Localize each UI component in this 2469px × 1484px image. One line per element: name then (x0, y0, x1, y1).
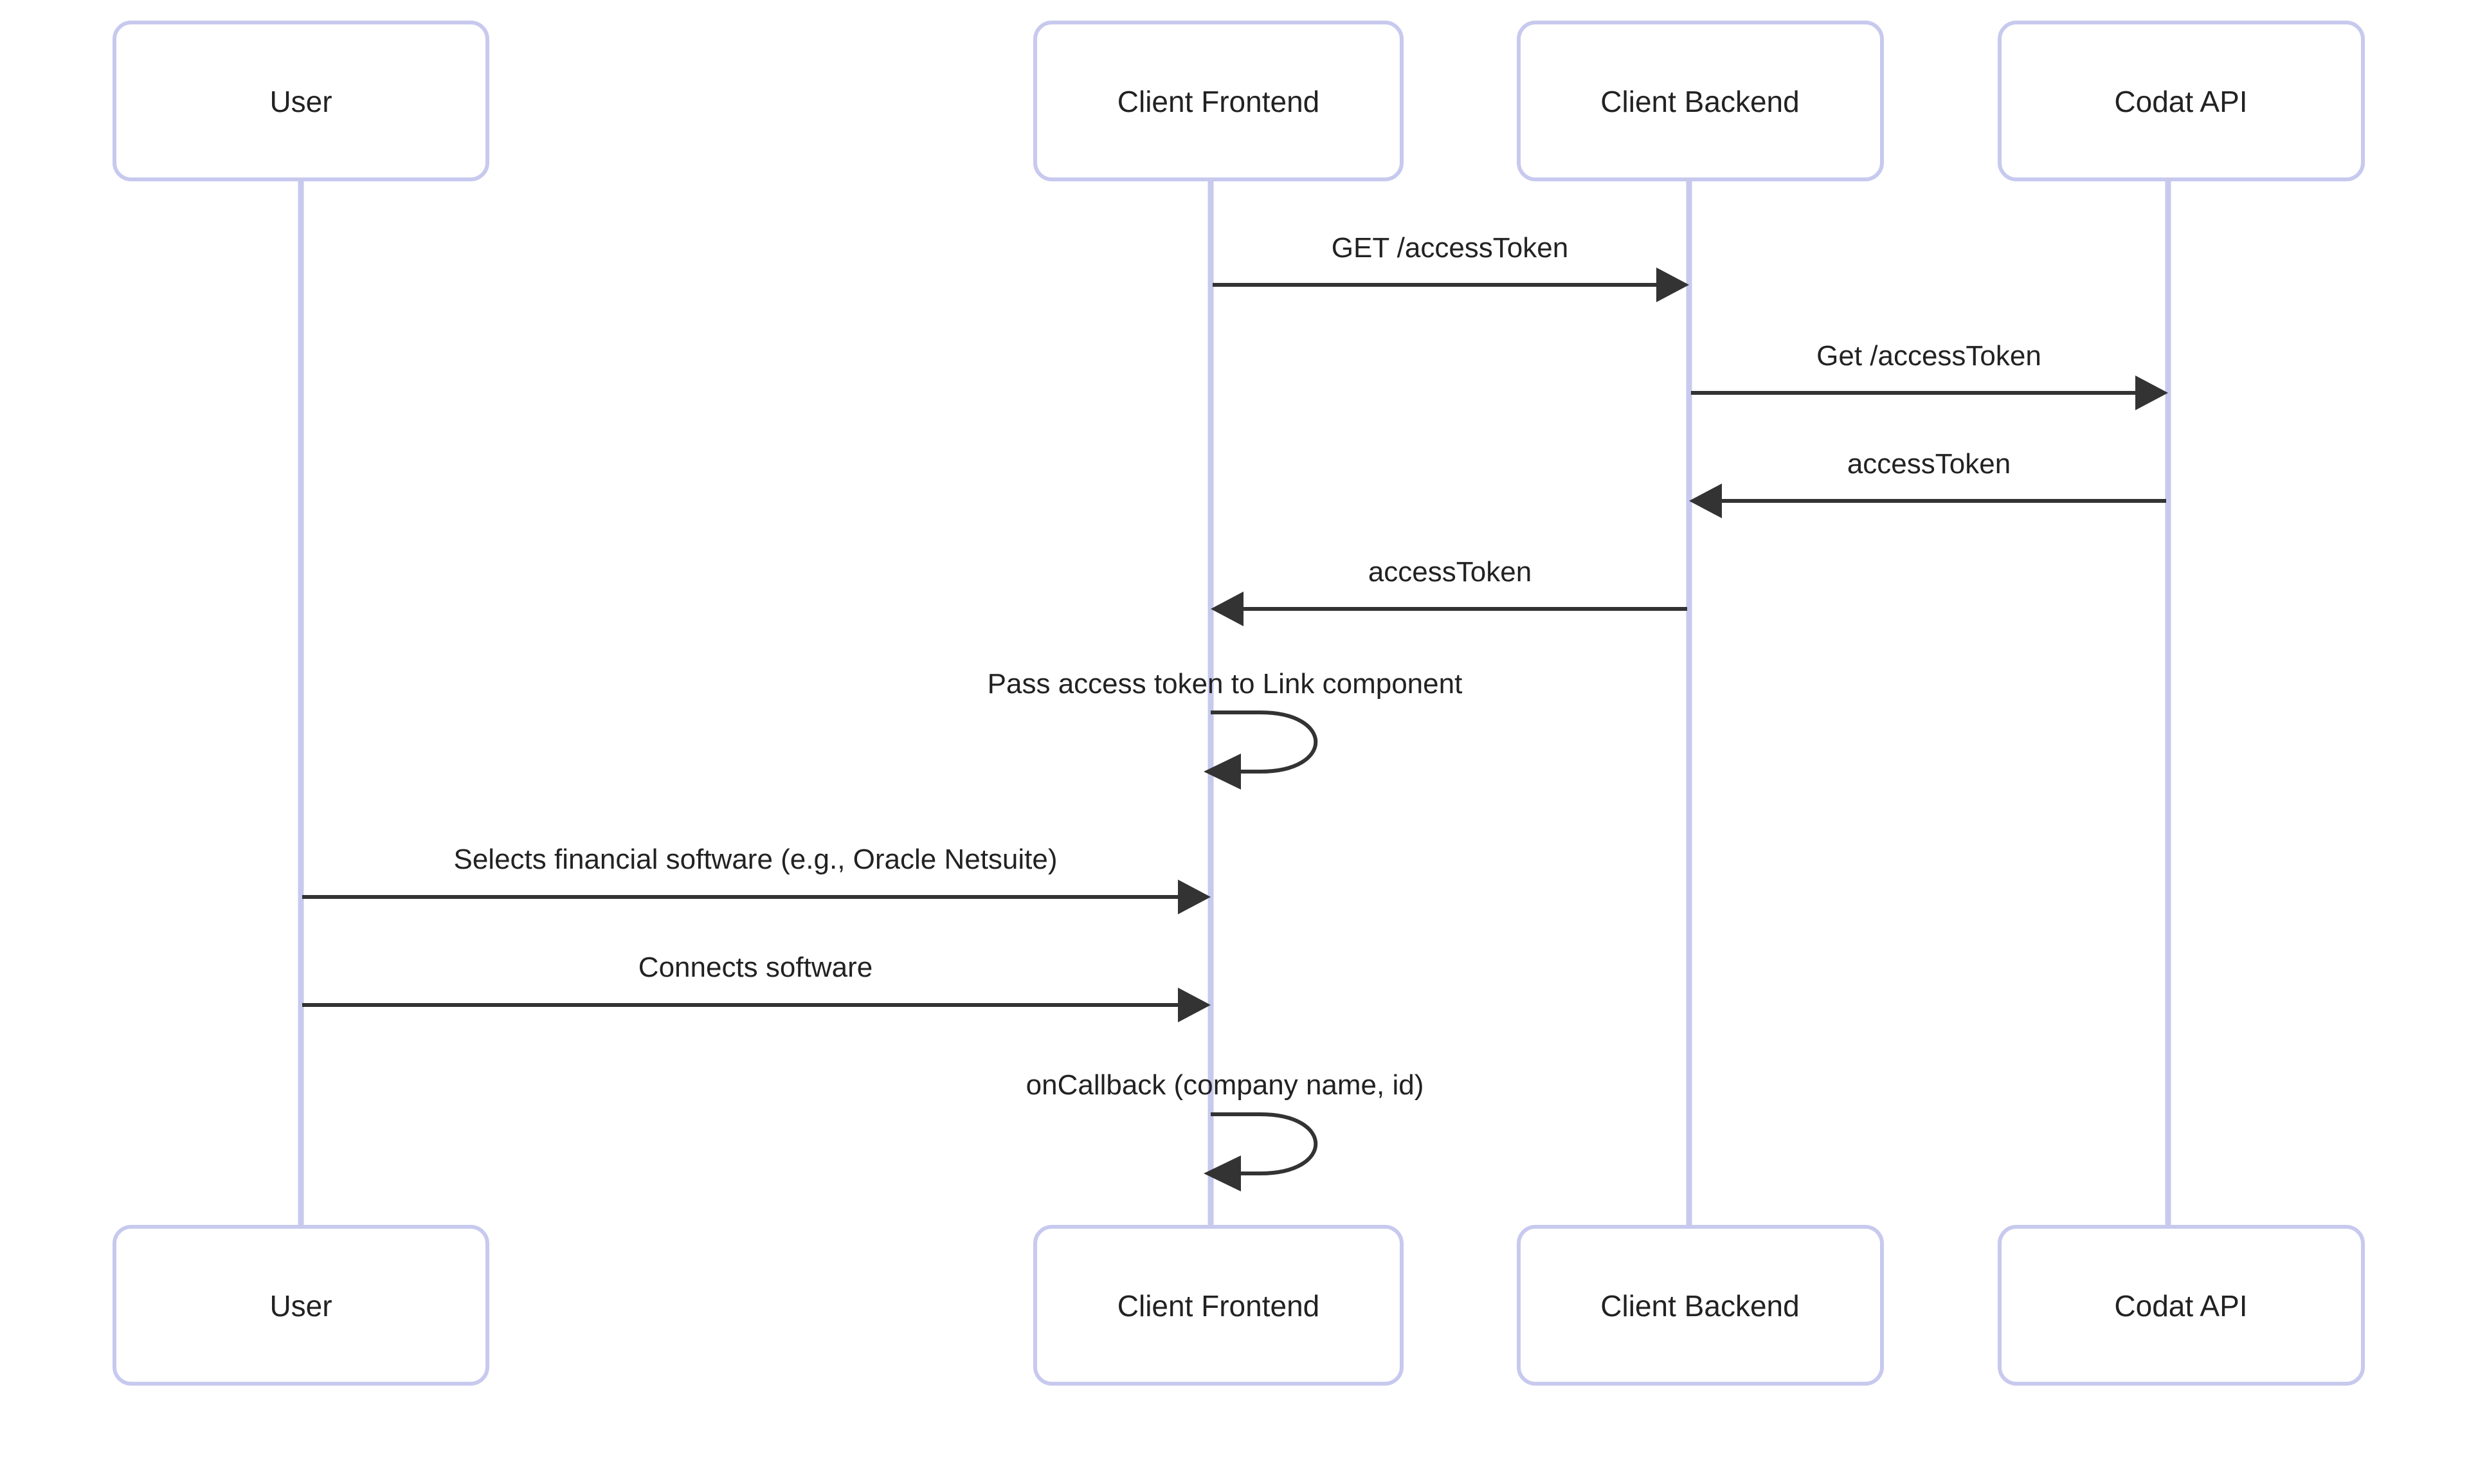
message-1-label: GET /accessToken (1332, 232, 1568, 264)
participant-rect-codat-api-top (1998, 21, 2365, 181)
participant-rect-codat-api-bottom (1998, 1225, 2365, 1386)
bottom-participants-group: User Client Frontend Client Backend Coda… (113, 1225, 2365, 1386)
message-8-on-callback-self-loop: onCallback (company name, id) (1026, 1069, 1424, 1191)
message-3-label: accessToken (1847, 448, 2011, 480)
participant-box-client-frontend-bottom[interactable]: Client Frontend (1033, 1225, 1404, 1386)
participant-label-client-frontend-top: Client Frontend (1117, 85, 1320, 118)
message-1-arrowhead-right-icon (1656, 267, 1689, 302)
participant-rect-client-frontend-top (1033, 21, 1404, 181)
message-1-get-access-token: GET /accessToken (1213, 232, 1689, 302)
lifelines-group (298, 179, 2171, 1227)
message-8-arrowhead-left-icon (1204, 1155, 1241, 1191)
participant-rect-user-bottom (113, 1225, 489, 1386)
participant-box-codat-api-top[interactable]: Codat API (1998, 21, 2365, 181)
participant-box-client-backend-bottom[interactable]: Client Backend (1517, 1225, 1884, 1386)
participant-box-user-top[interactable]: User (113, 21, 489, 181)
participant-label-user-bottom: User (269, 1289, 332, 1323)
participant-box-codat-api-bottom[interactable]: Codat API (1998, 1225, 2365, 1386)
message-5-arrowhead-left-icon (1204, 754, 1241, 790)
message-7-arrowhead-right-icon (1178, 988, 1211, 1022)
message-3-access-token: accessToken (1689, 448, 2166, 518)
participant-box-client-frontend-top[interactable]: Client Frontend (1033, 21, 1404, 181)
participant-label-codat-api-top: Codat API (2114, 85, 2247, 118)
message-3-arrowhead-left-icon (1689, 484, 1722, 518)
message-5-loop-path (1211, 710, 1318, 774)
participant-box-client-backend-top[interactable]: Client Backend (1517, 21, 1884, 181)
participant-label-client-frontend-bottom: Client Frontend (1117, 1289, 1320, 1323)
message-6-selects-financial-software: Selects financial software (e.g., Oracle… (302, 844, 1211, 914)
top-participants-group: User Client Frontend Client Backend Coda… (113, 21, 2365, 181)
message-7-label: Connects software (638, 952, 873, 983)
participant-rect-client-frontend-bottom (1033, 1225, 1404, 1386)
message-6-arrowhead-right-icon (1178, 880, 1211, 914)
message-2-arrowhead-right-icon (2135, 376, 2168, 410)
message-7-connects-software: Connects software (302, 952, 1211, 1022)
participant-label-client-backend-top: Client Backend (1600, 85, 1799, 118)
participant-label-user-top: User (269, 85, 332, 118)
message-5-pass-access-token-self-loop: Pass access token to Link component (988, 668, 1463, 790)
message-4-access-token: accessToken (1211, 556, 1687, 626)
participant-rect-user-top (113, 21, 489, 181)
participant-label-codat-api-bottom: Codat API (2114, 1289, 2247, 1323)
participant-rect-client-backend-bottom (1517, 1225, 1884, 1386)
participant-rect-client-backend-top (1517, 21, 1884, 181)
message-6-label: Selects financial software (e.g., Oracle… (453, 844, 1057, 875)
participant-label-client-backend-bottom: Client Backend (1600, 1289, 1799, 1323)
message-8-loop-path (1211, 1112, 1318, 1175)
message-2-get-access-token: Get /accessToken (1691, 340, 2168, 410)
message-4-label: accessToken (1368, 556, 1532, 588)
message-2-label: Get /accessToken (1816, 340, 2041, 372)
message-8-label: onCallback (company name, id) (1026, 1069, 1424, 1101)
participant-box-user-bottom[interactable]: User (113, 1225, 489, 1386)
message-4-arrowhead-left-icon (1211, 592, 1244, 626)
message-5-label: Pass access token to Link component (988, 668, 1463, 700)
